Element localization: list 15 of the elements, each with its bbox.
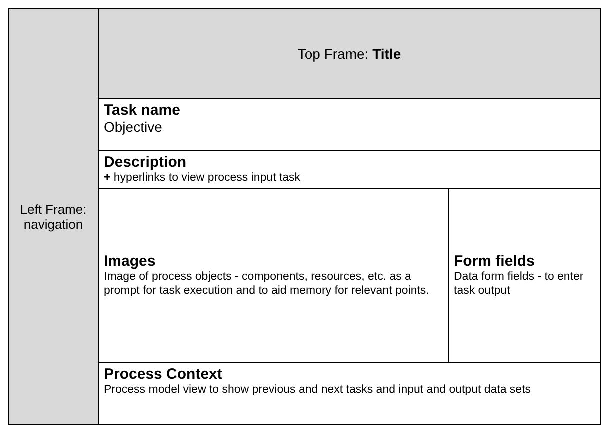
section-heading: Form fields — [454, 252, 536, 270]
section-text: Objective — [104, 119, 164, 136]
section-heading: Images — [104, 252, 157, 270]
section-text: Data form fields - to enter task output — [454, 270, 585, 298]
navigation-frame — [8, 8, 99, 425]
section-text: + hyperlinks to view process input task — [104, 171, 302, 186]
frame-label: Left Frame: navigation — [19, 202, 88, 232]
process-context-panel — [98, 362, 601, 425]
section-heading: Description — [104, 154, 188, 171]
frame-title: Top Frame: Title — [298, 46, 402, 62]
section-heading: Process Context — [104, 366, 224, 383]
section-text: Process model view to show previous and next tasks and input and output data sets — [104, 383, 532, 398]
section-text: Image of process objects - components, resources, etc. as a prompt for task execution and to aid memory for relevant points. — [104, 270, 430, 298]
title-frame — [98, 8, 601, 99]
section-heading: Task name — [104, 102, 182, 119]
